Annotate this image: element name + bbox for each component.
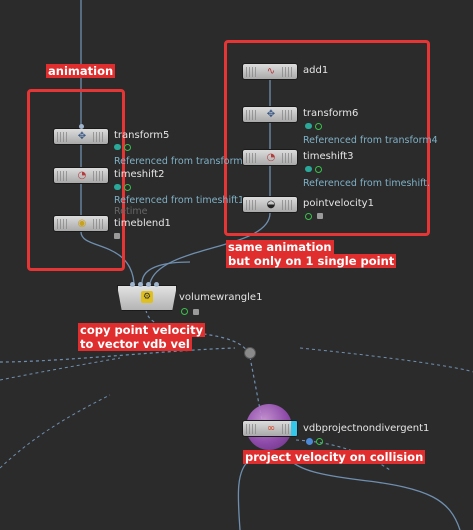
vdb-project-icon: ∞ [266,423,276,434]
display-flag-icon [315,123,322,130]
node-timeblend1[interactable]: ◉ [53,215,109,232]
node-label-pointvelocity1: pointvelocity1 [303,198,374,209]
curve-icon: ∿ [266,66,276,77]
clock-icon: ◔ [266,152,276,163]
annotation-animation: animation [46,64,116,78]
timer-icon: ◉ [77,218,87,229]
annotation-copy-velocity: copy point velocity to vector vdb vel [78,323,206,351]
node-label-volumewrangle1: volumewrangle1 [179,292,263,303]
comment-icon [305,123,312,129]
wrangle-input-dot[interactable] [138,282,143,287]
node-timeshift2[interactable]: ◔ [53,167,109,184]
node-label-timeshift3: timeshift3 [303,151,354,162]
display-flag-icon [124,184,131,191]
node-label-timeblend1: timeblend1 [114,218,171,229]
cyan-flag-icon [291,421,297,436]
comment-icon [114,144,121,150]
reference-text-transform5: Referenced from transform [114,156,243,167]
node-volumewrangle1[interactable]: ⚙ [117,285,177,311]
node-transform6[interactable]: ✥ [242,106,298,123]
wrangle-input-dot[interactable] [130,282,135,287]
node-transform5[interactable]: ✥ [53,128,109,145]
display-flag-icon [181,308,188,315]
lock-icon [193,309,199,315]
wrangle-input-dot[interactable] [146,282,151,287]
clock-icon: ◔ [77,170,87,181]
display-flag-icon [124,144,131,151]
info-icon [306,438,313,445]
reference-text-transform6: Referenced from transform4 [303,135,438,146]
wrangle-icon: ⚙ [141,291,153,303]
node-add1[interactable]: ∿ [242,63,298,80]
wire-dot[interactable] [244,347,256,359]
comment-icon [114,184,121,190]
transform-arrows-icon: ✥ [77,131,87,142]
lock-icon [114,233,120,239]
node-label-add1: add1 [303,65,329,76]
node-label-transform5: transform5 [114,130,170,141]
annotation-same-animation: same animation but only on 1 single poin… [226,240,397,268]
annotation-project-velocity: project velocity on collision [243,450,426,464]
node-input-dot[interactable] [79,124,84,129]
lock-icon [317,213,323,219]
reference-text-timeshift3: Referenced from timeshift. [303,178,431,189]
reference-text-timeshift2: Referenced from timeshift1 [114,195,245,206]
node-pointvelocity1[interactable]: ◒ [242,196,298,213]
velocity-icon: ◒ [266,199,276,210]
node-label-timeshift2: timeshift2 [114,169,165,180]
display-flag-icon [315,166,322,173]
same-animation-frame [224,40,430,236]
transform-arrows-icon: ✥ [266,109,276,120]
wrangle-input-dot[interactable] [154,282,159,287]
node-subtitle-timeblend1: Retime [114,206,148,217]
node-timeshift3[interactable]: ◔ [242,149,298,166]
node-label-vdbprojectnondivergent1: vdbprojectnondivergent1 [303,423,430,434]
display-flag-icon [316,438,323,445]
node-label-transform6: transform6 [303,108,359,119]
animation-frame [27,89,125,271]
comment-icon [305,166,312,172]
display-flag-icon [305,213,312,220]
node-vdbprojectnondivergent1[interactable]: ∞ [242,420,298,437]
